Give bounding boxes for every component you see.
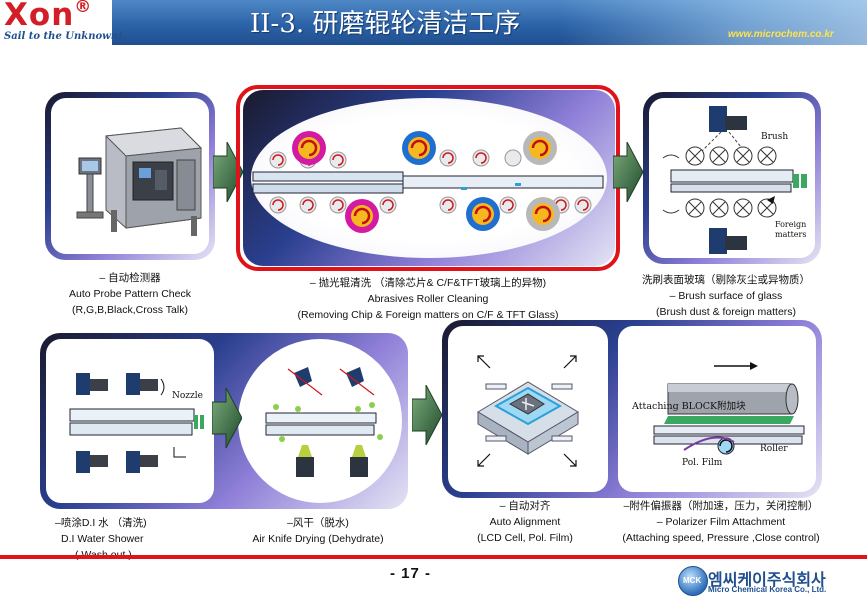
pol-film-label: Pol. Film	[682, 458, 723, 468]
brush-caption: 洗刷表面玻璃（剔除灰尘或异物质） – Brush surface of glas…	[626, 272, 826, 320]
logo-word: Xon	[4, 0, 75, 33]
probe-machine-illustration	[76, 127, 203, 236]
caption-line: – Brush surface of glass	[669, 290, 783, 302]
caption-line: Abrasives Roller Cleaning	[367, 293, 489, 305]
logo: Xon® Sail to the Unknown!	[0, 0, 122, 45]
caption-line: D.I Water Shower	[61, 533, 144, 545]
brush-panel: Brush Foreign matters	[643, 92, 821, 264]
attaching-block-label: Attaching BLOCK附加块	[632, 401, 746, 412]
foreign-matters-label: Foreign matters	[775, 220, 807, 239]
header-sky-decoration	[560, 0, 867, 45]
air-knife-caption: –风干（脱水) Air Knife Drying (Dehydrate)	[238, 515, 398, 547]
caption-line: 洗刷表面玻璃（剔除灰尘或异物质）	[642, 274, 810, 286]
site-url: www.microchem.co.kr	[728, 29, 834, 40]
caption-line: –风干（脱水)	[287, 517, 349, 529]
roller-label: Roller	[760, 444, 788, 454]
abrasive-caption: – 抛光辊清洗 （清除芯片& C/F&TFT玻璃上的异物) Abrasives …	[250, 275, 606, 323]
water-shower-area: Nozzle	[46, 339, 214, 503]
alignment-area	[448, 326, 608, 492]
logo-text: Xon®	[4, 0, 92, 33]
flow-arrow-1	[213, 142, 243, 202]
mck-logo-icon: MCK	[678, 566, 708, 596]
air-knife-diagram	[265, 367, 383, 477]
caption-line: (LCD Cell, Pol. Film)	[477, 532, 573, 544]
abrasive-roller-diagram	[252, 131, 604, 233]
align-polarizer-panel: Attaching BLOCK附加块 Roller Pol. Film	[442, 320, 822, 498]
highlight-frame	[236, 85, 620, 271]
logo-tagline: Sail to the Unknown!	[4, 31, 123, 42]
nozzle-label: Nozzle	[172, 391, 203, 401]
registered-mark: ®	[74, 0, 93, 17]
caption-line: (Brush dust & foreign matters)	[655, 306, 797, 318]
flow-arrow-4	[412, 385, 442, 445]
caption-line: (Attaching speed, Pressure ,Close contro…	[622, 532, 820, 544]
caption-line: Auto Alignment	[489, 516, 561, 528]
flow-arrow-3	[212, 388, 242, 448]
caption-line: – 自动检测器	[99, 272, 161, 284]
auto-probe-caption: – 自动检测器 Auto Probe Pattern Check (R,G,B,…	[48, 270, 212, 318]
footer-divider	[0, 555, 867, 559]
company-name-english: Micro Chemical Korea Co., Ltd.	[708, 585, 827, 594]
abrasive-roller-panel	[243, 90, 615, 266]
flow-arrow-2	[613, 142, 643, 202]
alignment-caption: – 自动对齐 Auto Alignment (LCD Cell, Pol. Fi…	[450, 498, 600, 546]
company-name-korean: 엠씨케이주식회사	[708, 572, 826, 589]
caption-line: – 抛光辊清洗 （清除芯片& C/F&TFT玻璃上的异物)	[309, 277, 547, 289]
caption-line: –附件偏振器（附加速，压力，关闭控制）	[623, 500, 819, 512]
polarizer-diagram	[653, 362, 805, 455]
auto-probe-panel	[45, 92, 215, 260]
caption-line: –喷涂D.I 水 （清洗)	[55, 517, 147, 529]
alignment-diagram	[477, 355, 579, 467]
page-number: - 17 -	[390, 565, 432, 582]
caption-line: – 自动对齐	[499, 500, 551, 512]
air-knife-area	[238, 339, 402, 503]
caption-line: (Removing Chip & Foreign matters on C/F …	[297, 309, 559, 321]
page-title: II-3. 研磨辊轮清洁工序	[250, 9, 521, 39]
polarizer-area: Attaching BLOCK附加块 Roller Pol. Film	[618, 326, 816, 492]
brush-diagram	[662, 106, 807, 254]
polarizer-caption: –附件偏振器（附加速，压力，关闭控制） – Polarizer Film Att…	[606, 498, 836, 546]
caption-line: (R,G,B,Black,Cross Talk)	[72, 304, 188, 316]
brush-label: Brush	[761, 132, 789, 142]
caption-line: Auto Probe Pattern Check	[69, 288, 191, 300]
caption-line: – Polarizer Film Attachment	[656, 516, 786, 528]
water-shower-diagram	[69, 373, 204, 473]
mck-logo-text: MCK	[683, 576, 702, 585]
caption-line: Air Knife Drying (Dehydrate)	[252, 533, 384, 545]
